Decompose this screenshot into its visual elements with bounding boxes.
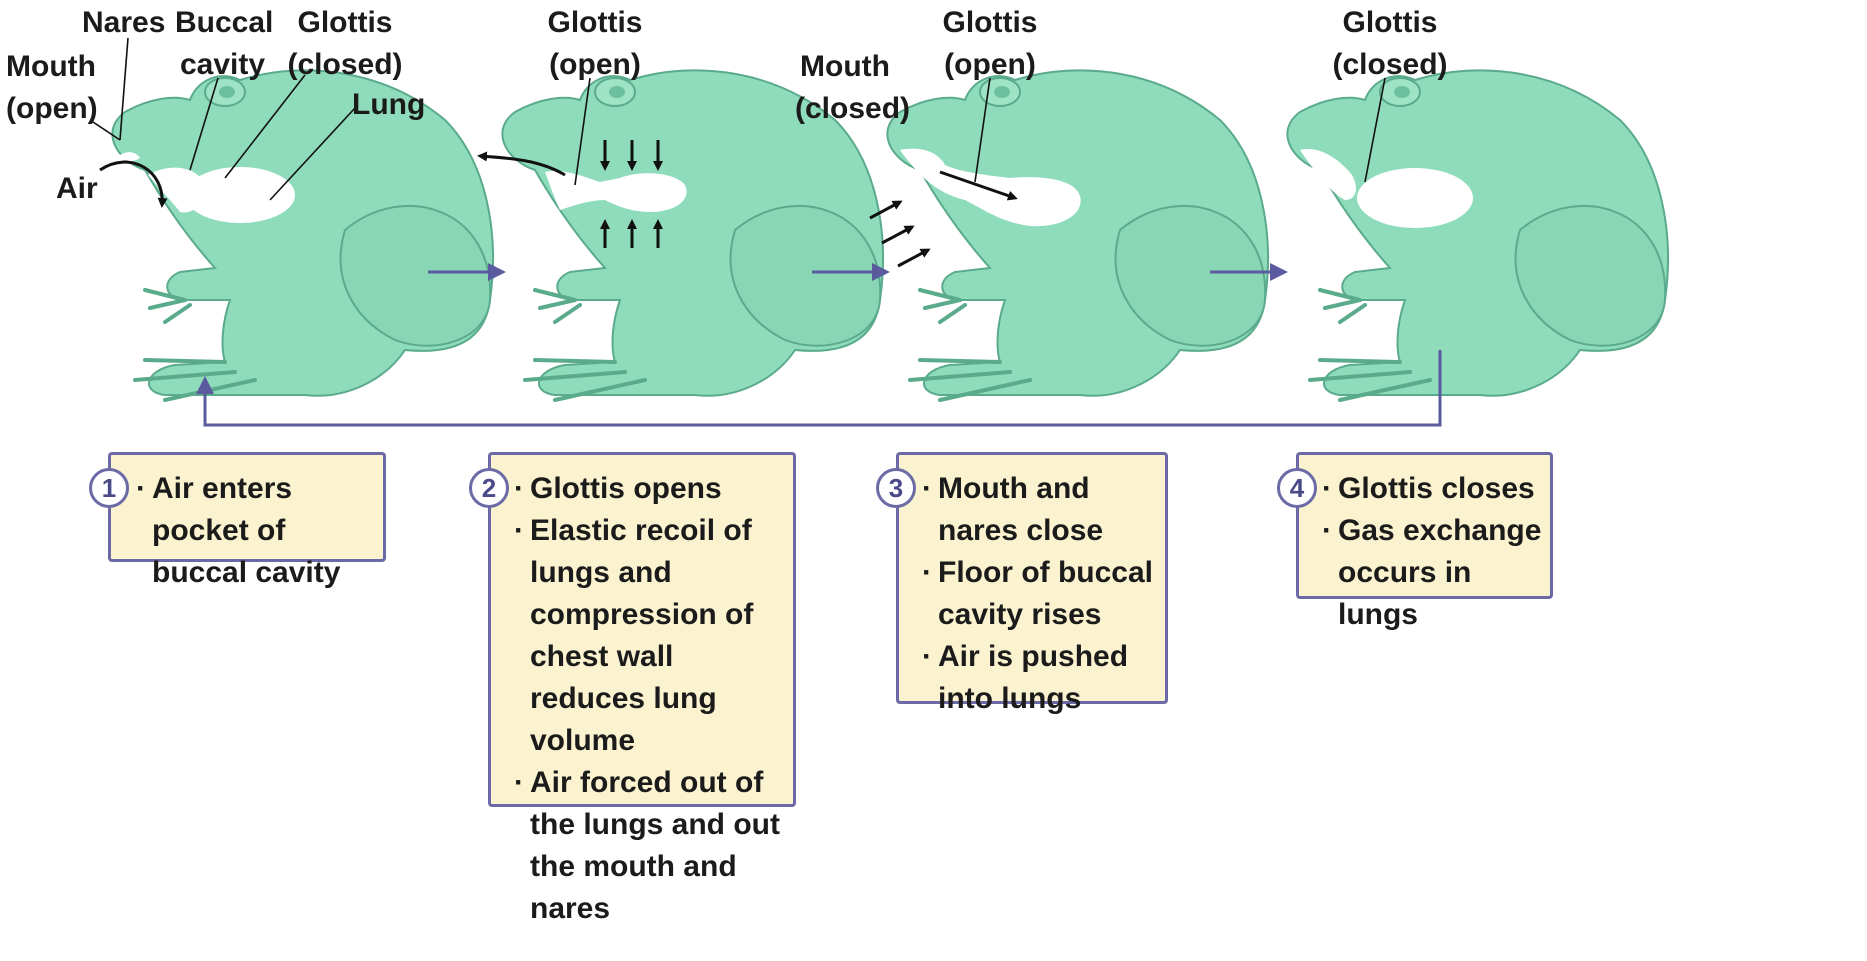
step-2-bullet-3: Air forced out of the lungs and out the … bbox=[514, 762, 790, 930]
step-bullets-2: Glottis opens Elastic recoil of lungs an… bbox=[514, 468, 790, 930]
step-badge-2: 2 bbox=[469, 468, 509, 508]
step-1-bullet-1: Air enters pocket of buccal cavity bbox=[136, 468, 381, 594]
step-bullets-3: Mouth and nares close Floor of buccal ca… bbox=[922, 468, 1164, 720]
step-3-bullet-3: Air is pushed into lungs bbox=[922, 636, 1164, 720]
lung-1 bbox=[185, 167, 295, 223]
label-glottis-open-2-line1: Glottis bbox=[545, 2, 645, 44]
frog-stage-1 bbox=[112, 70, 493, 400]
label-mouth-closed-line1: Mouth bbox=[795, 46, 895, 88]
label-buccal-cavity-line2: cavity bbox=[175, 44, 270, 86]
step-bullets-4: Glottis closes Gas exchange occurs in lu… bbox=[1322, 468, 1550, 636]
label-glottis-open-3-line2: (open) bbox=[940, 44, 1040, 86]
label-glottis-closed-4: Glottis (closed) bbox=[1330, 2, 1450, 86]
step-3-bullet-2: Floor of buccal cavity rises bbox=[922, 552, 1164, 636]
lung-4 bbox=[1357, 168, 1473, 228]
step-badge-4: 4 bbox=[1277, 468, 1317, 508]
label-glottis-open-2-line2: (open) bbox=[545, 44, 645, 86]
label-glottis-closed-4-line2: (closed) bbox=[1330, 44, 1450, 86]
label-glottis-closed-1-line2: (closed) bbox=[285, 44, 405, 86]
label-air: Air bbox=[56, 168, 98, 210]
step-3-bullet-1: Mouth and nares close bbox=[922, 468, 1164, 552]
label-buccal-cavity-line1: Buccal bbox=[175, 2, 270, 44]
step-badge-1: 1 bbox=[89, 468, 129, 508]
label-mouth-closed-line2: (closed) bbox=[795, 88, 895, 130]
step-4-bullet-1: Glottis closes bbox=[1322, 468, 1550, 510]
frog-stage-3 bbox=[887, 70, 1268, 400]
label-glottis-closed-1: Glottis (closed) bbox=[285, 2, 405, 86]
label-nares: Nares bbox=[82, 2, 165, 44]
label-mouth-open-line2: (open) bbox=[6, 88, 96, 130]
step-badge-3: 3 bbox=[876, 468, 916, 508]
label-lung: Lung bbox=[352, 84, 425, 126]
label-glottis-open-2: Glottis (open) bbox=[545, 2, 645, 86]
label-mouth-open: Mouth (open) bbox=[6, 46, 96, 130]
label-glottis-open-3-line1: Glottis bbox=[940, 2, 1040, 44]
label-mouth-open-line1: Mouth bbox=[6, 46, 96, 88]
step-2-bullet-1: Glottis opens bbox=[514, 468, 790, 510]
step-bullets-1: Air enters pocket of buccal cavity bbox=[136, 468, 381, 594]
label-mouth-closed: Mouth (closed) bbox=[795, 46, 895, 130]
label-buccal-cavity: Buccal cavity bbox=[175, 2, 270, 86]
label-glottis-closed-1-line1: Glottis bbox=[285, 2, 405, 44]
step-4-bullet-2: Gas exchange occurs in lungs bbox=[1322, 510, 1550, 636]
label-glottis-open-3: Glottis (open) bbox=[940, 2, 1040, 86]
frog-stage-4 bbox=[1287, 70, 1668, 400]
label-glottis-closed-4-line1: Glottis bbox=[1330, 2, 1450, 44]
step-2-bullet-2: Elastic recoil of lungs and compression … bbox=[514, 510, 790, 762]
